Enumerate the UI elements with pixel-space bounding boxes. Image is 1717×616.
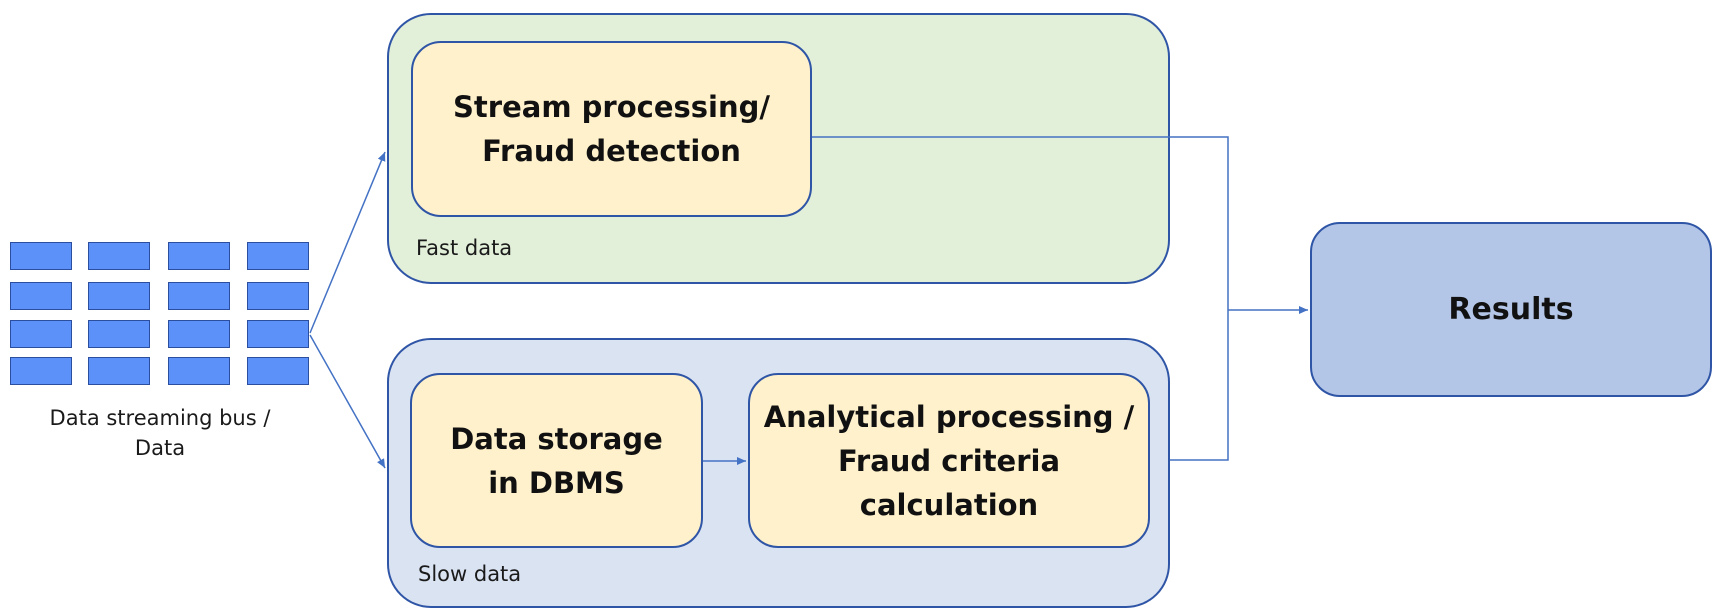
connector-bus-to-slow	[309, 334, 386, 469]
data-block	[10, 282, 72, 310]
data-block	[247, 357, 309, 385]
connector-bus-to-fast	[309, 151, 386, 334]
data-streaming-bus-label: Data streaming bus / Data	[49, 406, 271, 460]
results-label: Results	[1448, 292, 1574, 327]
data-block	[247, 320, 309, 348]
data-block	[88, 357, 150, 385]
data-block	[10, 320, 72, 348]
data-block	[10, 242, 72, 270]
connector-stream-to-junction	[812, 136, 1229, 310]
slow-data-label: Slow data	[418, 562, 522, 586]
data-block	[88, 320, 150, 348]
data-block	[247, 282, 309, 310]
stream-processing-label: Stream processing/ Fraud detection	[453, 90, 770, 168]
data-block	[168, 282, 230, 310]
connector-analytic-to-junction	[1170, 310, 1229, 461]
data-storage-box: Data storage in DBMS	[410, 373, 703, 548]
data-block	[10, 357, 72, 385]
data-block	[168, 242, 230, 270]
data-block	[168, 320, 230, 348]
data-block	[247, 242, 309, 270]
analytical-processing-box: Analytical processing / Fraud criteria c…	[748, 373, 1150, 548]
data-block	[88, 242, 150, 270]
results-box: Results	[1310, 222, 1712, 397]
analytical-processing-label: Analytical processing / Fraud criteria c…	[763, 399, 1135, 522]
data-storage-label: Data storage in DBMS	[450, 421, 663, 500]
stream-processing-box: Stream processing/ Fraud detection	[411, 41, 812, 217]
fast-data-label: Fast data	[416, 236, 513, 260]
data-block	[88, 282, 150, 310]
data-block	[168, 357, 230, 385]
